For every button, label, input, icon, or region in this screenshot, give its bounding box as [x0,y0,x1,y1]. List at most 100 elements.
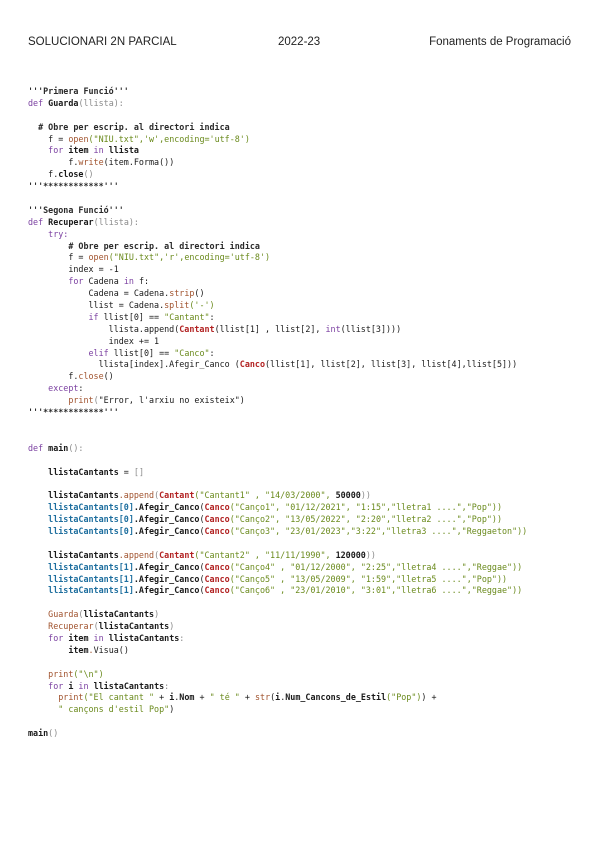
code-token: Canco [204,585,230,596]
code-line: f.write(item.Forma()) [28,157,579,169]
code-line: llistaCantants.append(Cantant("Cantant1"… [28,490,579,502]
code-token: for [28,632,69,643]
code-token: .append [118,490,155,501]
code-token: main [28,728,49,739]
code-token: Guarda [28,609,79,620]
code-line [28,419,579,431]
code-token: () [48,728,59,739]
code-line: for Cadena in f: [28,276,579,288]
code-token: ("NIU.txt",'r',encoding='utf-8') [108,252,271,263]
code-token: f. [28,169,59,180]
code-line: llistaCantants[1].Afegir_Canco(Canco("Ca… [28,562,579,574]
code-token: llistaCantants [28,466,119,477]
code-token: (): [68,442,84,453]
code-token: ("El cantant " [83,692,160,703]
code-line: llista[index].Afegir_Canco (Canco(llist[… [28,359,579,371]
code-token: llistaCantants[1] [28,585,134,596]
code-token: item [68,644,89,655]
code-token: 120000 [335,549,366,560]
code-token: .Afegir_Canco [133,514,200,525]
code-line: llistaCantants[0].Afegir_Canco(Canco("Ca… [28,514,579,526]
code-line: elif llist[0] == "Canco": [28,348,579,360]
code-token: llistaCantants [98,621,170,632]
code-line [28,538,579,550]
code-line [28,716,579,728]
code-token: " té " [209,692,240,703]
code-line: print("\n") [28,669,579,681]
code-line [28,455,579,467]
code-token: ( [199,573,205,584]
code-line: '''************''' [28,407,579,419]
code-token: llistaCantants [108,632,180,643]
academic-year: 2022-23 [278,36,321,48]
code-token: = [118,466,134,477]
code-token: .Afegir_Canco [133,561,200,572]
code-token: llistaCantants[1] [28,561,134,572]
code-token: def [28,216,49,227]
code-line: f.close() [28,169,579,181]
code-token: except [28,383,79,394]
code-line [28,657,579,669]
code-token: llistaCantants[0] [28,514,134,525]
code-token: () [83,169,94,180]
code-line: '''Segona Funció''' [28,205,579,217]
code-token: close [58,169,84,180]
code-token: Cantant [159,549,195,560]
code-token [28,395,68,405]
code-line [28,110,579,122]
code-token: (item.Forma()) [103,157,175,168]
code-line: f.close() [28,371,579,383]
code-token: f = [28,252,89,263]
code-token: '''Primera Funció''' [28,86,129,96]
code-token: llista.append( [28,323,180,334]
code-token: try: [28,228,69,239]
code-line: Guarda(llistaCantants) [28,609,579,621]
code-token: in [123,276,139,287]
code-token: str [254,692,271,703]
code-token: : [78,383,84,394]
code-token: Nom [179,692,195,703]
code-listing: '''Primera Funció'''def Guarda(llista): … [28,86,579,740]
code-line: def Guarda(llista): [28,98,579,110]
code-token: ("Canço6" , "23/01/2010", "3:01","lletra… [229,585,523,596]
code-line: for item in llistaCantants: [28,633,579,645]
code-line: f = open("NIU.txt",'r',encoding='utf-8') [28,252,579,264]
code-token: i [275,692,281,703]
code-token: i [68,680,74,691]
code-token: Canco [204,525,230,536]
code-token: .append [118,549,155,560]
code-line: print("Error, l'arxiu no existeix") [28,395,579,407]
code-token: ( [270,692,276,703]
code-token: if [28,311,104,322]
code-token: ("Canço3", "23/01/2023","3:22","lletra3 … [229,525,528,536]
code-token: (llist[1], llist[2], llist[3], llist[4],… [265,359,518,370]
code-line: '''Primera Funció''' [28,86,579,98]
code-token: ) [169,704,175,715]
code-token: strip [169,288,195,299]
code-token: f. [28,157,79,168]
code-token: # Obre per escrip. al directori indica [28,121,230,132]
code-line: print("El cantant " + i.Nom + " té " + s… [28,692,579,704]
code-token: i [169,692,175,703]
code-token: (llist[3]))) [340,323,402,334]
code-token: item [68,632,89,643]
code-token: . [280,692,286,703]
code-token: (llista): [78,97,124,108]
code-token: open [68,133,89,144]
code-token: (llist[1] , llist[2], [214,323,326,334]
code-line: Recuperar(llistaCantants) [28,621,579,633]
code-line: try: [28,229,579,241]
code-token: : [209,311,215,322]
code-token: () [194,288,205,299]
code-line: def main(): [28,443,579,455]
code-token: for [28,145,69,156]
code-token: llistaCantants [28,490,119,501]
code-line [28,597,579,609]
code-token: '''************''' [28,181,119,192]
code-token: ) + [421,692,437,703]
code-token: in [88,632,109,643]
code-token: Guarda [48,97,79,108]
code-token: ("Canço1", "01/12/2021", "1:15","lletra1… [229,502,502,513]
code-line: except: [28,383,579,395]
code-token: "Canco" [174,347,210,358]
